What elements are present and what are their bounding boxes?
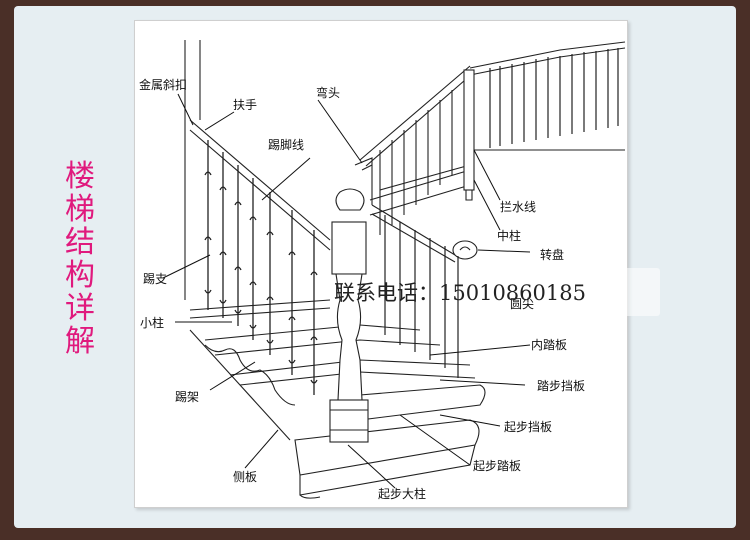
phone-overlay: 联系电话：15010860185 [334,281,586,305]
title-char: 楼 [65,159,95,194]
label-kick-frame: 踢架 [175,390,199,404]
label-turn-disk: 转盘 [540,247,564,262]
label-round-tail: 圆尖 [510,297,534,311]
title-char: 梯 [65,192,95,227]
page-title: 楼 梯 结 构 详 解 [60,160,100,358]
label-water-line: 拦水线 [500,200,536,214]
title-char: 结 [65,225,95,260]
label-inner-tread: 内踏板 [531,338,567,352]
label-skirt-line: 踢脚线 [268,137,304,152]
diagram-labels: 金属斜扣 扶手 弯头 踢脚线 拦水线 中柱 转盘 圆尖 踢支 小柱 内踏板 踏步… [139,77,585,501]
diagram-panel [134,20,628,508]
label-start-tread: 起步踏板 [473,459,521,473]
label-middle-post: 中柱 [497,228,521,243]
title-char: 详 [65,291,95,326]
label-newel-post: 起步大柱 [378,486,426,501]
label-metal-buckle: 金属斜扣 [139,77,187,92]
title-char: 解 [65,324,95,359]
label-riser: 踏步挡板 [537,379,585,393]
label-start-riser: 起步挡板 [504,420,552,434]
staircase-drawing [184,40,626,499]
label-side-board: 侧板 [233,470,257,484]
title-char: 构 [65,258,95,293]
label-gooseneck: 弯头 [316,85,340,100]
label-small-post: 小柱 [140,315,164,330]
leader-lines [162,93,531,489]
watermark-box [624,268,660,316]
label-handrail: 扶手 [233,97,257,112]
label-baluster-support: 踢支 [143,272,167,286]
